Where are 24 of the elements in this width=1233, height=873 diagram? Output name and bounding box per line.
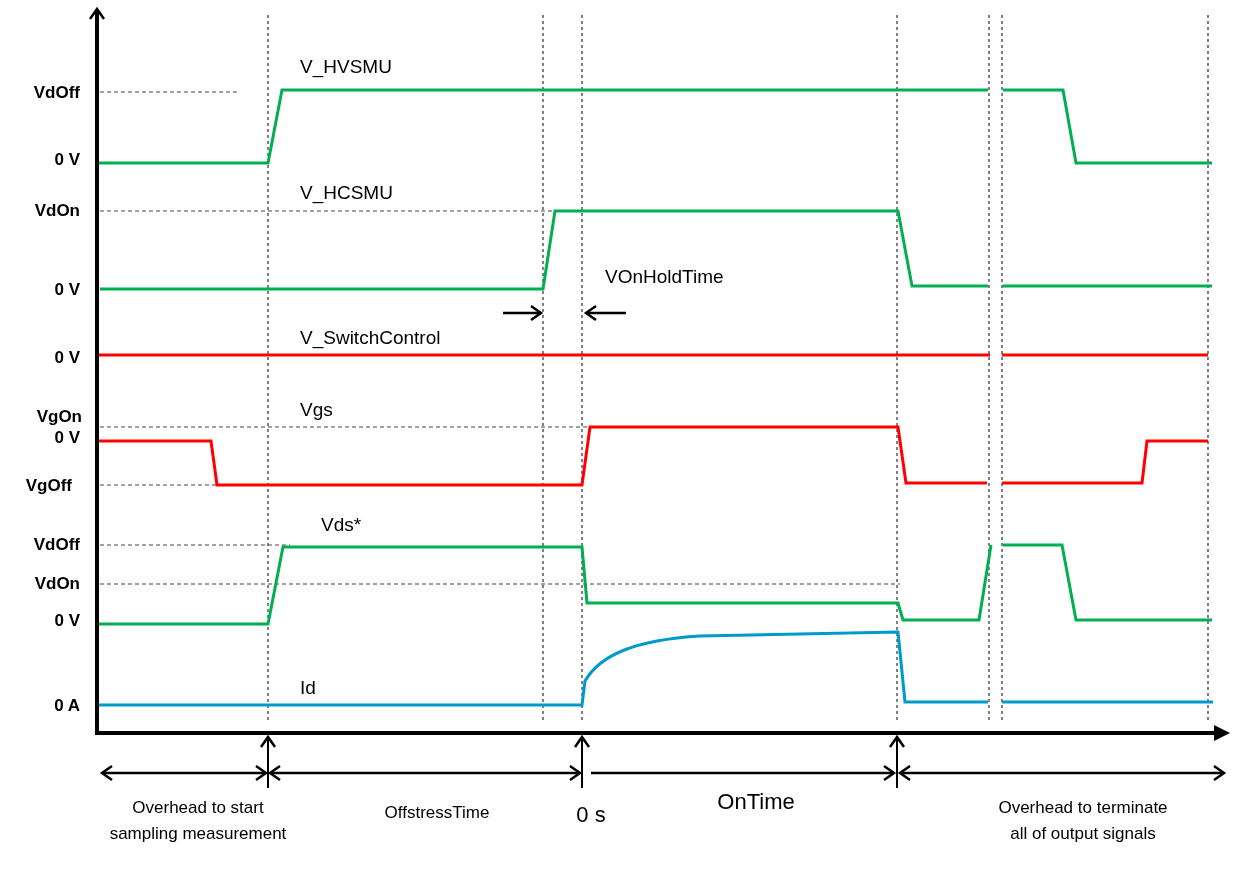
axis-tick-label: VdOff	[33, 536, 80, 553]
axis-tick-label: VdOff	[33, 84, 80, 101]
signal-label: Id	[300, 678, 316, 697]
interval-label: OffstressTime	[384, 804, 490, 821]
axis-tick-label: VgOn	[36, 408, 82, 425]
axis-tick-label: 0 V	[54, 281, 80, 298]
signal-label: V_HVSMU	[300, 57, 392, 76]
time-label: OnTime	[717, 791, 795, 813]
interval-label: Overhead to start sampling measurement	[108, 797, 288, 845]
axis-tick-label: 0 V	[54, 612, 80, 629]
axis-tick-label: 0 V	[54, 349, 80, 366]
signal-label: V_HCSMU	[300, 183, 393, 202]
axis-tick-label: 0 V	[54, 151, 80, 168]
time-label: 0 s	[576, 804, 606, 826]
signal-label: Vds*	[321, 515, 362, 534]
signal-label: VOnHoldTime	[605, 267, 724, 286]
signal-label: Vgs	[300, 400, 333, 419]
axis-tick-label: VdOn	[34, 202, 80, 219]
signal-label: V_SwitchControl	[300, 328, 441, 347]
interval-label: Overhead to terminate all of output signals	[997, 797, 1169, 845]
axis-tick-label: VgOff	[25, 477, 72, 494]
axis-tick-label: 0 V	[54, 429, 80, 446]
axis-tick-label: 0 A	[54, 697, 80, 714]
axis-tick-label: VdOn	[34, 575, 80, 592]
